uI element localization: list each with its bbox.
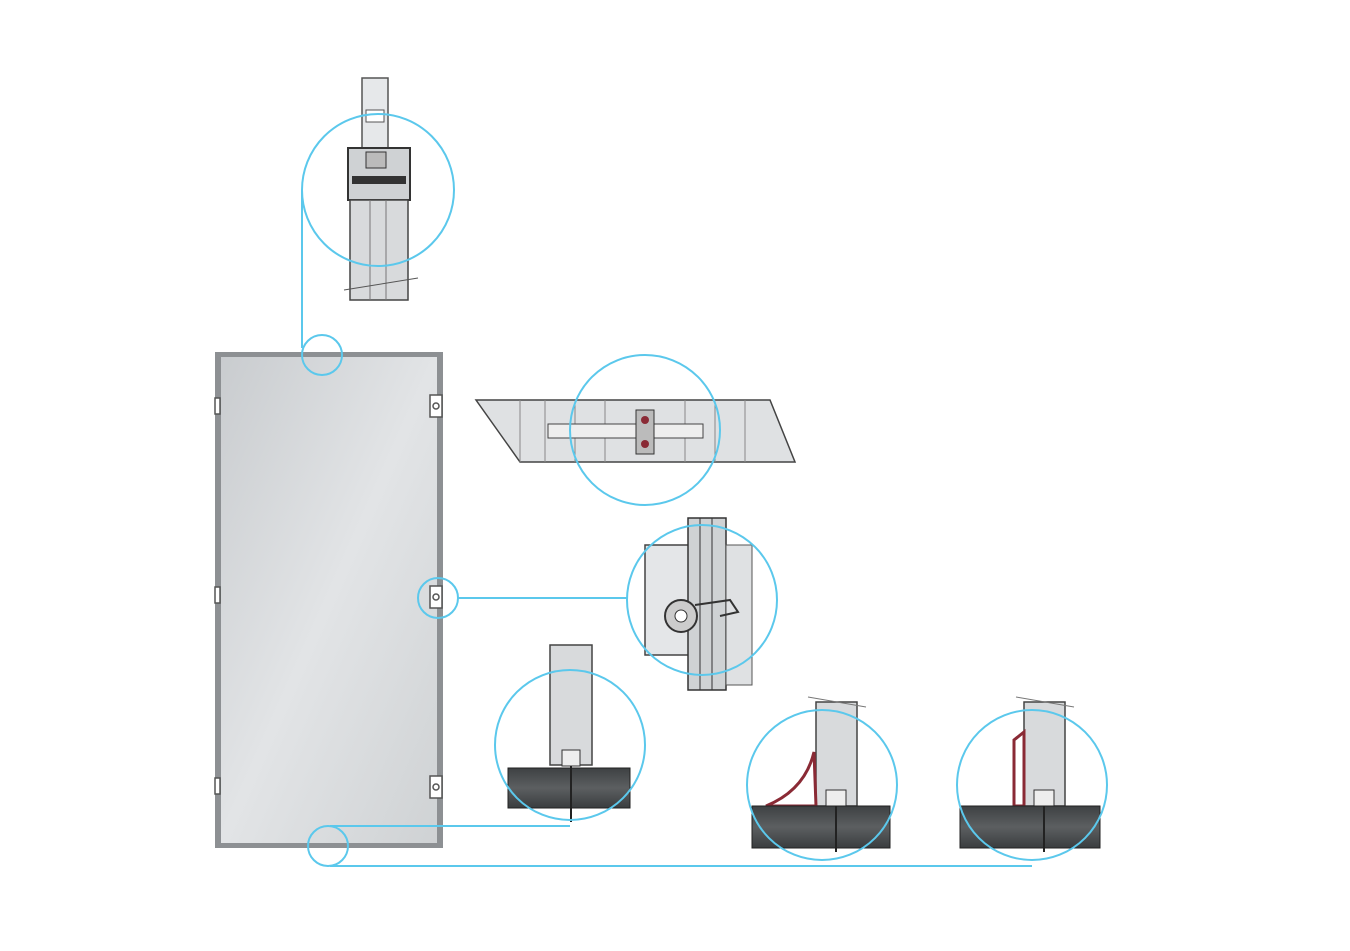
callout-bottom-marker bbox=[307, 825, 349, 867]
hinge-icon bbox=[214, 394, 443, 799]
callout-top-marker bbox=[301, 334, 343, 376]
callout-lines bbox=[301, 190, 1032, 867]
bottom-fixing-plain bbox=[494, 644, 646, 822]
bottom-fixing-angled-seal bbox=[746, 696, 898, 861]
hinge-lock-detail bbox=[626, 517, 778, 691]
top-frame-profile bbox=[301, 77, 455, 301]
bottom-fixing-vertical-seal bbox=[956, 696, 1108, 861]
panel-joint-section bbox=[474, 354, 797, 506]
door-panel bbox=[214, 352, 443, 848]
